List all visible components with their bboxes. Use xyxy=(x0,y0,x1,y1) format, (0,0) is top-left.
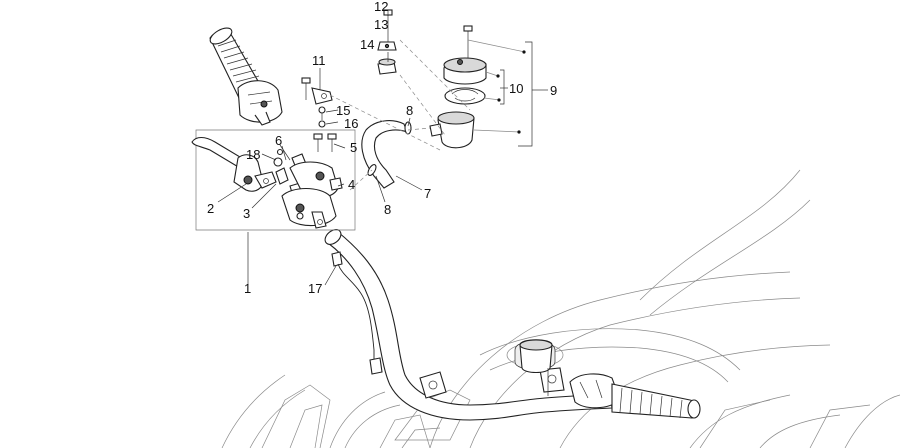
callout-17: 17 xyxy=(308,281,322,296)
callout-18: 18 xyxy=(246,147,260,162)
leader-lines xyxy=(217,10,548,286)
callout-2: 2 xyxy=(207,201,214,216)
master-cylinder-icon xyxy=(281,133,343,229)
callout-15: 15 xyxy=(336,103,350,118)
callout-4: 4 xyxy=(348,177,355,192)
lever-assembly-box xyxy=(195,129,356,231)
callout-7: 7 xyxy=(424,186,431,201)
callout-8-upper: 8 xyxy=(406,103,413,118)
handlebar-icon xyxy=(324,229,701,421)
callout-10: 10 xyxy=(509,81,523,96)
callout-1: 1 xyxy=(244,281,251,296)
hose-icon xyxy=(361,120,412,189)
callout-12: 12 xyxy=(374,0,388,14)
callout-8-lower: 8 xyxy=(384,202,391,217)
callout-3: 3 xyxy=(243,206,250,221)
callout-14: 14 xyxy=(360,37,374,52)
callout-9: 9 xyxy=(550,83,557,98)
switch-cable-icon xyxy=(331,251,383,375)
callout-labels: 12 13 14 11 15 16 8 10 9 6 18 5 4 7 2 3 … xyxy=(207,0,557,296)
callout-6: 6 xyxy=(275,133,282,148)
callout-16: 16 xyxy=(344,116,358,131)
grip-icon xyxy=(209,27,283,126)
callout-5: 5 xyxy=(350,140,357,155)
callout-13: 13 xyxy=(374,17,388,32)
brake-lever-icon xyxy=(191,136,277,192)
callout-11: 11 xyxy=(312,53,326,68)
cover-screw-parts xyxy=(301,9,471,191)
reservoir-icon xyxy=(429,25,533,149)
